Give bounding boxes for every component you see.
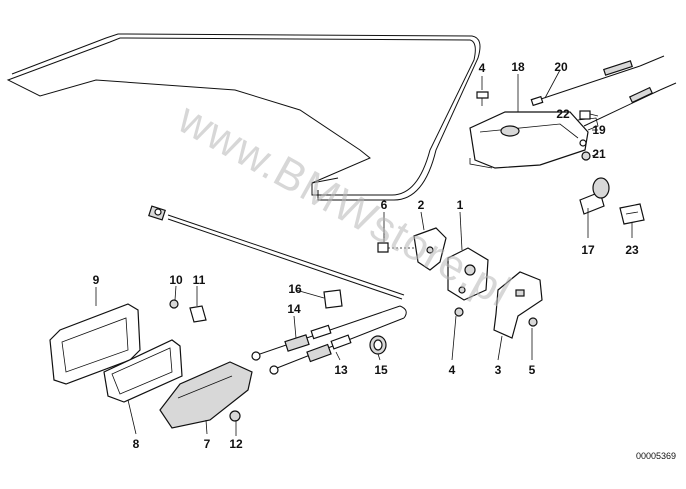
label-20: 20 bbox=[554, 60, 568, 74]
label-9: 9 bbox=[93, 273, 100, 287]
part-labels: 1 2 3 4 4 5 6 7 8 9 10 11 12 13 14 15 16… bbox=[93, 60, 639, 451]
label-16: 16 bbox=[288, 282, 302, 296]
label-21: 21 bbox=[592, 147, 606, 161]
cable-13 bbox=[269, 305, 407, 375]
label-19: 19 bbox=[592, 123, 606, 137]
label-3: 3 bbox=[495, 363, 502, 377]
reference-number: 00005369 bbox=[636, 451, 676, 461]
housing-7 bbox=[159, 361, 253, 429]
label-7: 7 bbox=[204, 437, 211, 451]
screw-21 bbox=[581, 151, 591, 161]
watermark: www.BMWstore.pl bbox=[169, 93, 519, 317]
clip-16 bbox=[323, 289, 343, 309]
screw-12 bbox=[229, 410, 241, 422]
label-10: 10 bbox=[169, 273, 183, 287]
lock-plate-18 bbox=[469, 111, 599, 169]
screw-5 bbox=[528, 317, 538, 327]
grommet-15 bbox=[369, 335, 387, 355]
gasket-8 bbox=[103, 339, 183, 403]
long-cable bbox=[148, 205, 405, 300]
label-22: 22 bbox=[556, 107, 570, 121]
label-5: 5 bbox=[529, 363, 536, 377]
bushing-17 bbox=[579, 177, 610, 215]
label-23: 23 bbox=[625, 243, 639, 257]
frame-9 bbox=[49, 303, 141, 385]
label-6: 6 bbox=[381, 198, 388, 212]
clip-23 bbox=[619, 203, 645, 225]
label-13: 13 bbox=[334, 363, 348, 377]
cable-20 bbox=[530, 55, 665, 107]
label-14: 14 bbox=[287, 302, 301, 316]
bolt-4-top bbox=[476, 91, 489, 106]
cable-19 bbox=[583, 82, 677, 127]
label-1: 1 bbox=[457, 198, 464, 212]
screw-10 bbox=[169, 299, 179, 309]
label-4-top: 4 bbox=[479, 61, 486, 75]
lock-1 bbox=[447, 247, 489, 301]
cable-14 bbox=[251, 305, 401, 361]
label-4-lower: 4 bbox=[449, 363, 456, 377]
clip-11 bbox=[189, 305, 207, 323]
handle-3 bbox=[493, 271, 543, 339]
label-18: 18 bbox=[511, 60, 525, 74]
label-17: 17 bbox=[581, 243, 595, 257]
bolt-4-lower bbox=[454, 307, 464, 317]
label-12: 12 bbox=[229, 437, 243, 451]
label-2: 2 bbox=[418, 198, 425, 212]
label-11: 11 bbox=[193, 273, 206, 287]
bracket-2 bbox=[413, 227, 447, 271]
clip-22 bbox=[579, 110, 591, 120]
screw-6 bbox=[377, 242, 414, 253]
leader-lines bbox=[95, 69, 633, 436]
label-8: 8 bbox=[133, 437, 140, 451]
trunk-lid-outline bbox=[6, 33, 481, 201]
label-15: 15 bbox=[374, 363, 388, 377]
